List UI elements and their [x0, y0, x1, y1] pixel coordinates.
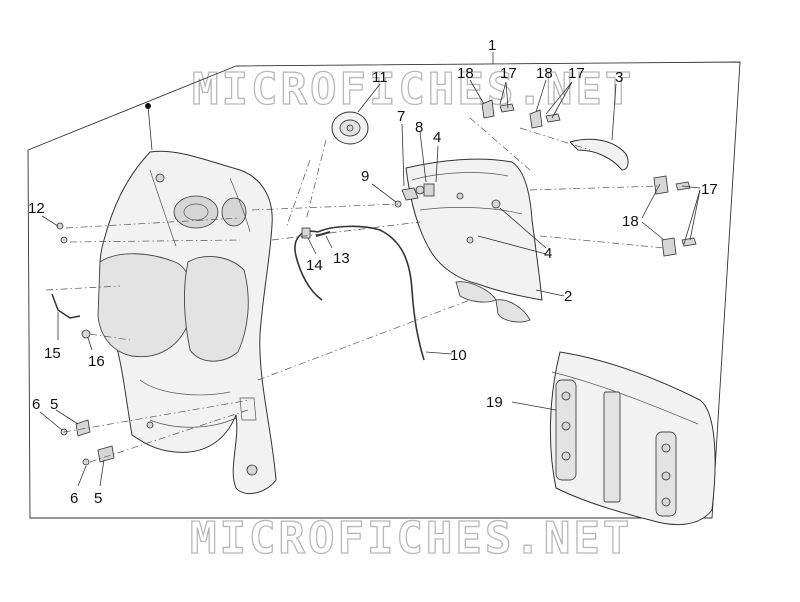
inner-shield-part — [97, 150, 277, 495]
label-2: 2 — [564, 288, 572, 305]
part-17-18-clips-right — [653, 175, 697, 257]
label-15: 15 — [44, 345, 61, 362]
label-5a: 5 — [50, 396, 58, 413]
label-6a: 6 — [32, 396, 40, 413]
label-4a: 4 — [433, 129, 441, 146]
part-19-pad — [549, 351, 716, 526]
label-3: 3 — [615, 69, 623, 86]
label-12: 12 — [28, 200, 45, 217]
part-17-18-clips-top — [481, 99, 561, 129]
part-3-hinge-trim — [569, 138, 629, 171]
label-8: 8 — [415, 119, 423, 136]
label-18b: 18 — [536, 65, 553, 82]
part-13-14-screw-clip — [301, 227, 331, 239]
label-18c: 18 — [622, 213, 639, 230]
label-16: 16 — [88, 353, 105, 370]
callout-labels: 1 2 3 4 4 5 5 6 6 7 8 9 10 11 12 13 14 1… — [28, 37, 718, 507]
assembly-frame — [27, 61, 741, 519]
leader-lines — [39, 52, 701, 487]
part-7-8-9-hardware — [394, 183, 464, 208]
part-12-screws — [56, 222, 68, 244]
part-11-lock-cover — [331, 111, 369, 145]
label-19: 19 — [486, 394, 503, 411]
part-2-glovebox-door — [405, 158, 543, 323]
label-13: 13 — [333, 250, 350, 267]
label-4b: 4 — [544, 245, 552, 262]
watermark-bottom: MICROFICHES.NET — [190, 513, 632, 564]
part-10-cable — [317, 225, 425, 361]
label-18a: 18 — [457, 65, 474, 82]
part-5-6-brackets — [60, 419, 115, 466]
label-7: 7 — [397, 108, 405, 125]
label-17a: 17 — [500, 65, 517, 82]
label-11: 11 — [372, 69, 388, 86]
label-1: 1 — [488, 37, 496, 54]
label-17b: 17 — [568, 65, 585, 82]
label-6b: 6 — [70, 490, 78, 507]
label-5b: 5 — [94, 490, 102, 507]
label-9: 9 — [361, 168, 369, 185]
alignment-lines — [45, 117, 665, 463]
label-14: 14 — [306, 257, 323, 274]
label-10: 10 — [450, 347, 467, 364]
label-17c: 17 — [701, 181, 718, 198]
